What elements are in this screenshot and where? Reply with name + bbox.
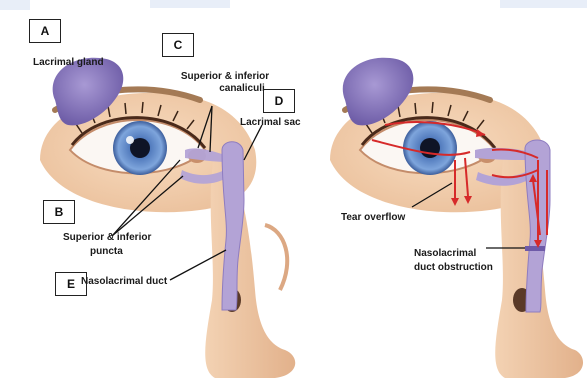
corner-band [0, 0, 30, 10]
label-tear-overflow: Tear overflow [341, 212, 405, 224]
marker-c: C [162, 33, 194, 57]
label-obstruction-1: Nasolacrimal [414, 248, 476, 260]
label-nasolacrimal-duct: Nasolacrimal duct [81, 276, 167, 288]
left-eye-panel [40, 58, 295, 378]
corner-band [150, 0, 230, 8]
obstruction-band [525, 246, 545, 251]
label-lacrimal-gland: Lacrimal gland [33, 57, 104, 69]
label-obstruction-2: duct obstruction [414, 262, 493, 274]
label-puncta-2: puncta [90, 246, 123, 258]
label-puncta-1: Superior & inferior [63, 232, 151, 244]
label-canaliculi-2: canaliculi [187, 83, 297, 95]
marker-a: A [29, 19, 61, 43]
corner-band [500, 0, 587, 8]
label-lacrimal-sac: Lacrimal sac [240, 117, 301, 129]
marker-b: B [43, 200, 75, 224]
label-canaliculi-1: Superior & inferior [160, 71, 290, 83]
